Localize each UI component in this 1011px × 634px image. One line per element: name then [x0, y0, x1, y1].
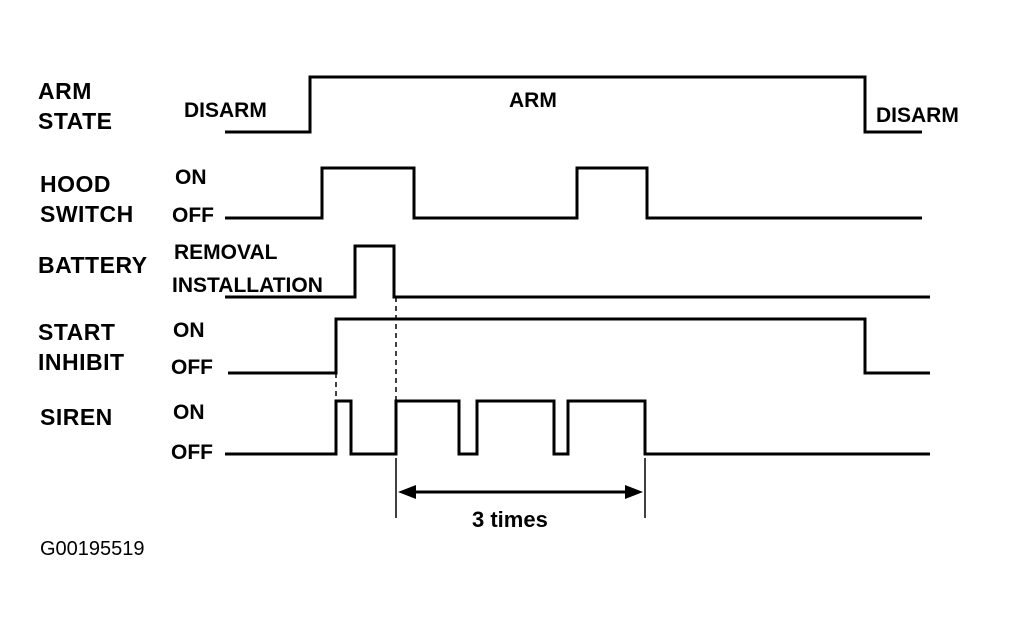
battery-installation-label: INSTALLATION — [172, 274, 323, 297]
start-inhibit-label-line2: INHIBIT — [38, 349, 125, 375]
siren-off-label: OFF — [171, 441, 213, 464]
start-inhibit-waveform — [228, 317, 930, 375]
arm-state-label-line2: STATE — [38, 108, 113, 134]
arm-state-disarm-left: DISARM — [184, 99, 267, 122]
battery-label: BATTERY — [38, 252, 148, 278]
hood-switch-label-line1: HOOD — [40, 171, 111, 197]
arrowhead-left — [398, 485, 416, 499]
siren-waveform — [225, 399, 930, 456]
hood-switch-label-line2: SWITCH — [40, 201, 134, 227]
battery-removal-label: REMOVAL — [174, 241, 278, 264]
start-inhibit-label-line1: START — [38, 319, 116, 345]
figure-code: G00195519 — [40, 538, 145, 560]
siren-label: SIREN — [40, 404, 113, 430]
hood-switch-waveform — [225, 166, 922, 220]
battery-waveform — [225, 244, 930, 299]
arm-state-arm: ARM — [509, 89, 557, 112]
arm-state-label-line1: ARM — [38, 78, 92, 104]
start-inhibit-off-label: OFF — [171, 356, 213, 379]
repeat-count-label: 3 times — [472, 507, 548, 532]
start-inhibit-on-label: ON — [173, 319, 205, 342]
siren-on-label: ON — [173, 401, 205, 424]
hood-switch-on-label: ON — [175, 166, 207, 189]
arrowhead-right — [625, 485, 643, 499]
arm-state-disarm-right: DISARM — [876, 104, 959, 127]
arm-state-waveform — [225, 75, 922, 134]
hood-switch-off-label: OFF — [172, 204, 214, 227]
